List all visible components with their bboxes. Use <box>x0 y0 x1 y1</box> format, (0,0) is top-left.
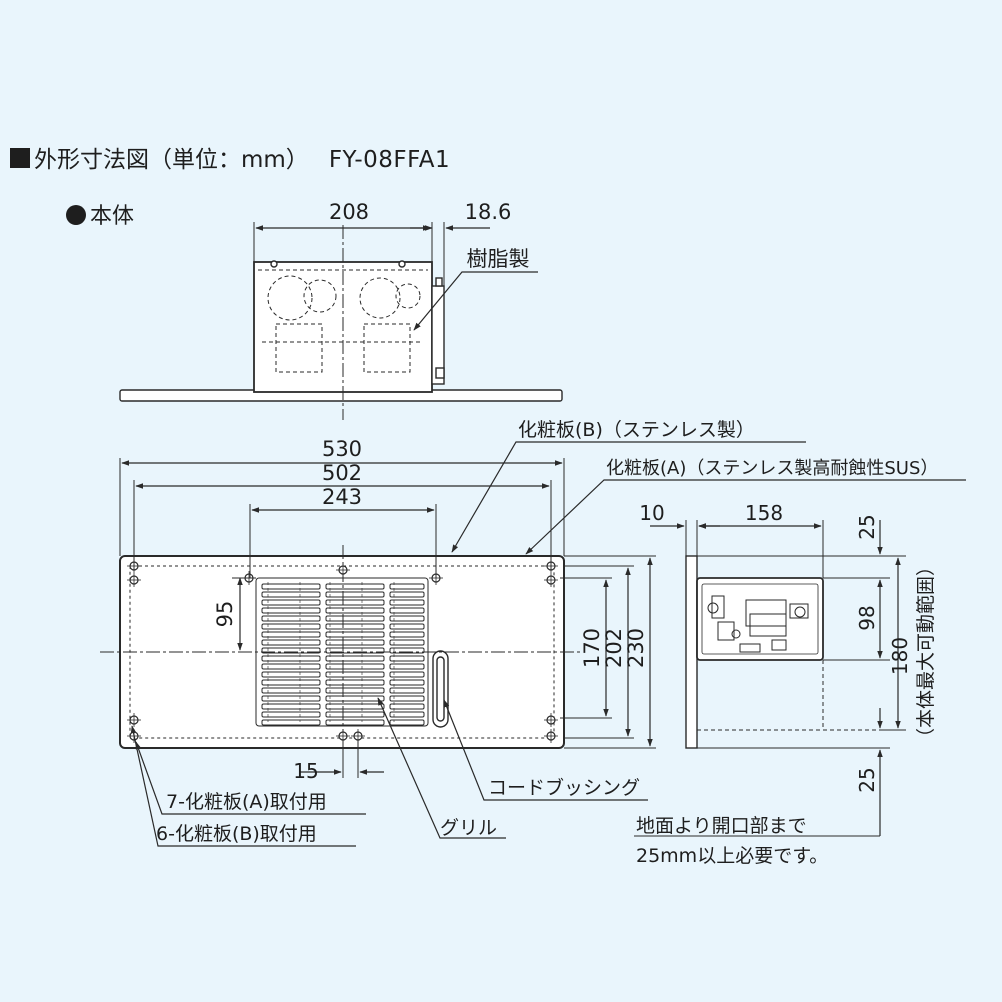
grille-slot <box>325 719 385 726</box>
grille-slot <box>261 647 321 654</box>
grille-slot <box>325 687 385 694</box>
grille-slot <box>389 623 425 630</box>
view-subtitle: 本体 <box>66 198 134 230</box>
dim-25-top: 25 <box>855 514 879 539</box>
label-grille: グリル <box>440 817 497 839</box>
grille-slot <box>389 591 425 598</box>
grille-slot <box>261 583 321 590</box>
grille-slot <box>325 599 385 606</box>
grille-slot <box>261 687 321 694</box>
dim-530: 530 <box>322 437 362 461</box>
dim-170: 170 <box>580 628 604 668</box>
grille-slot <box>389 599 425 606</box>
dim-502: 502 <box>322 461 362 485</box>
cord-bushing <box>432 650 449 728</box>
grille-slot <box>261 663 321 670</box>
dim-25-bottom: 25 <box>855 767 879 792</box>
grille-slot <box>389 647 425 654</box>
title-block: 外形寸法図（単位：mm） FY-08FFA1 <box>10 140 450 174</box>
grille-slot <box>325 607 385 614</box>
subtitle-text: 本体 <box>90 204 135 229</box>
clearance-note-line2: 25mm以上必要です。 <box>636 845 828 867</box>
square-bullet-icon <box>10 148 30 168</box>
grille-slot <box>325 695 385 702</box>
side-internal-parts <box>707 595 809 653</box>
dim-208: 208 <box>329 200 369 224</box>
range-label: （本体最大可動範囲） <box>915 557 937 747</box>
grille-slot <box>261 639 321 646</box>
grille-slot <box>389 583 425 590</box>
grille-slot <box>389 719 425 726</box>
grille-slot <box>389 607 425 614</box>
grille-slot <box>325 591 385 598</box>
grille-slot <box>261 703 321 710</box>
grille-slot <box>389 695 425 702</box>
side-panel-plate <box>685 555 698 749</box>
grille-slot <box>325 655 385 662</box>
front-view <box>100 441 966 847</box>
grille-slot <box>325 639 385 646</box>
dim-243: 243 <box>322 485 362 509</box>
side-view <box>634 520 906 837</box>
grille-slot <box>261 719 321 726</box>
grille-slot <box>389 655 425 662</box>
grille-slot <box>389 671 425 678</box>
grille-slot <box>325 623 385 630</box>
grille-slot <box>325 711 385 718</box>
dim-202: 202 <box>602 628 626 668</box>
dim-230: 230 <box>624 628 648 668</box>
grille-slot <box>325 671 385 678</box>
grille-slot <box>325 703 385 710</box>
top-view <box>119 222 563 420</box>
grille-slot <box>261 695 321 702</box>
grille-slot <box>389 679 425 686</box>
grille-slot <box>389 703 425 710</box>
grille-slot <box>261 711 321 718</box>
grille-slot <box>261 679 321 686</box>
grille-slot <box>261 671 321 678</box>
dim-95: 95 <box>213 601 237 628</box>
dim-180: 180 <box>888 637 912 675</box>
grille-slot <box>325 615 385 622</box>
grille-slot <box>261 591 321 598</box>
grille-slot <box>325 647 385 654</box>
label-cord-bushing: コードブッシング <box>488 776 640 799</box>
grille-slot <box>389 663 425 670</box>
grille-slot <box>261 623 321 630</box>
grille-slot <box>261 607 321 614</box>
grille-slot <box>389 687 425 694</box>
dim-18-6: 18.6 <box>465 200 512 224</box>
grille-slot <box>325 679 385 686</box>
grille-slot <box>389 631 425 638</box>
title-heading: 外形寸法図（単位：mm） <box>34 147 309 173</box>
drawing-title: 外形寸法図（単位：mm） FY-08FFA1 <box>10 140 450 174</box>
grille-slot <box>389 615 425 622</box>
grille-slot <box>389 639 425 646</box>
label-panel-b: 化粧板(B)（ステンレス製） <box>518 419 755 441</box>
grille-slot <box>261 631 321 638</box>
circle-bullet-icon <box>66 205 86 225</box>
material-label: 樹脂製 <box>467 247 530 271</box>
label-panel-a: 化粧板(A)（ステンレス製高耐蝕性SUS） <box>606 458 938 479</box>
model-number: FY-08FFA1 <box>328 147 451 173</box>
grille-slot <box>389 711 425 718</box>
mounting-holes <box>127 559 558 743</box>
label-mount-b: 6-化粧板(B)取付用 <box>156 823 317 845</box>
grille-slot <box>325 631 385 638</box>
dim-15: 15 <box>293 759 318 783</box>
label-mount-a: 7-化粧板(A)取付用 <box>166 791 327 813</box>
grille-slot <box>325 583 385 590</box>
dim-98: 98 <box>855 605 879 630</box>
dim-158: 158 <box>745 501 783 525</box>
grille-slot <box>261 655 321 662</box>
grille-slot <box>261 599 321 606</box>
grille-slot <box>325 663 385 670</box>
clearance-note-line1: 地面より開口部まで <box>636 815 807 837</box>
dim-10: 10 <box>639 501 664 525</box>
grille-slot <box>261 615 321 622</box>
